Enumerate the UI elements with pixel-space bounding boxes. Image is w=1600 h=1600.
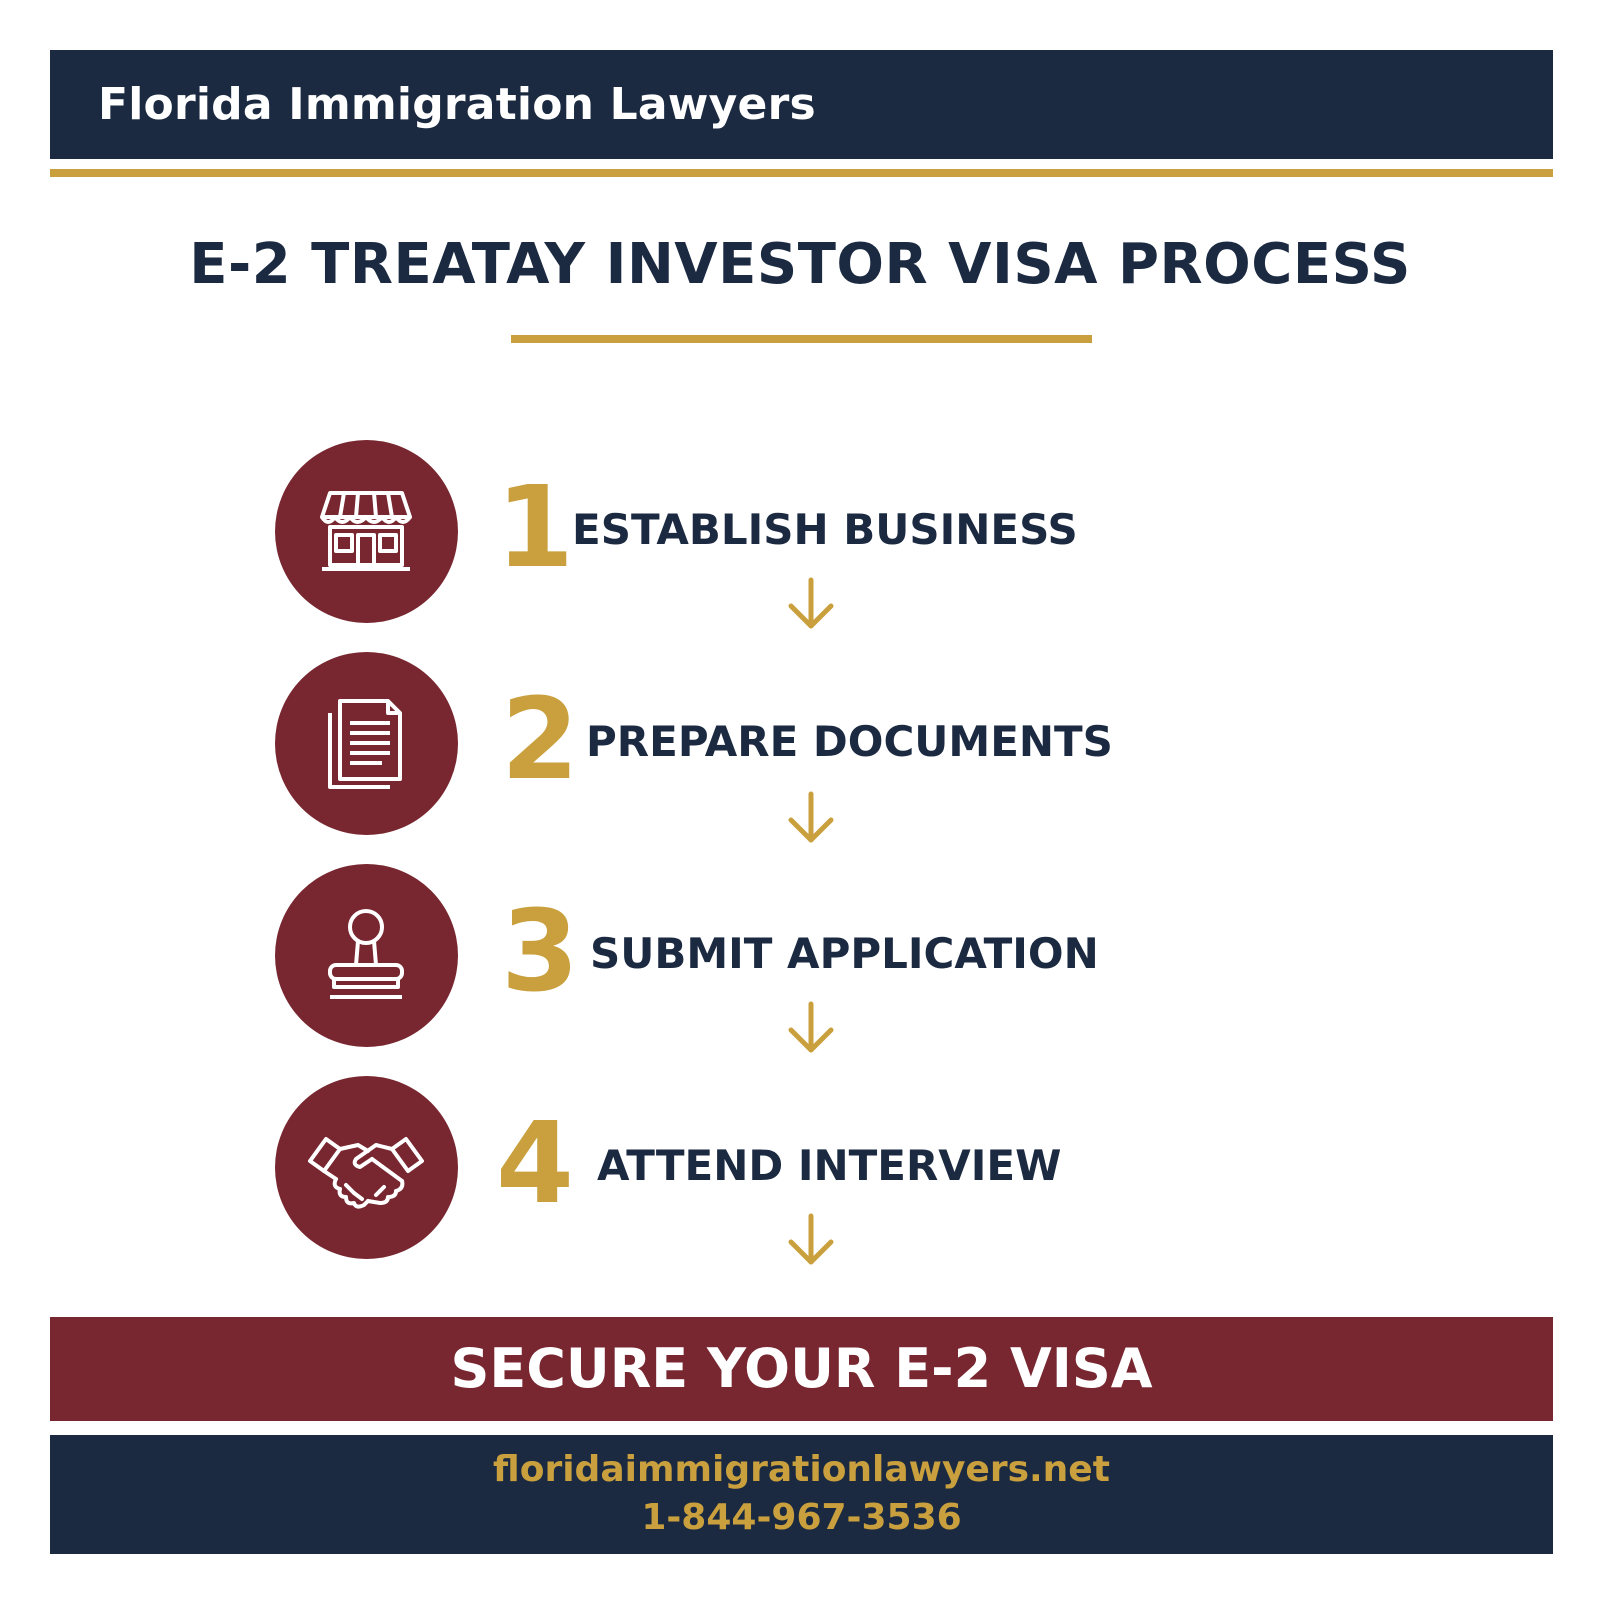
header-gold-rule bbox=[50, 169, 1553, 177]
phone-number[interactable]: 1-844-967-3536 bbox=[641, 1497, 962, 1538]
step-2: 2 PREPARE DOCUMENTS bbox=[0, 652, 1600, 837]
arrow-down-icon bbox=[788, 577, 834, 629]
step-3: 3 SUBMIT APPLICATION bbox=[0, 864, 1600, 1049]
cta-banner: SECURE YOUR E-2 VISA bbox=[50, 1317, 1553, 1421]
step-4-label: ATTEND INTERVIEW bbox=[597, 1141, 1062, 1190]
website-link[interactable]: floridaimmigrationlawyers.net bbox=[493, 1449, 1110, 1490]
step-4-circle bbox=[275, 1076, 458, 1259]
step-4-number: 4 bbox=[496, 1099, 574, 1229]
arrow-down-icon bbox=[788, 1001, 834, 1053]
step-1: 1 ESTABLISH BUSINESS bbox=[0, 440, 1600, 625]
step-2-label: PREPARE DOCUMENTS bbox=[586, 717, 1113, 766]
step-3-circle bbox=[275, 864, 458, 1047]
arrow-down-icon bbox=[788, 1213, 834, 1265]
step-3-number: 3 bbox=[501, 887, 579, 1017]
step-1-label: ESTABLISH BUSINESS bbox=[572, 505, 1078, 554]
handshake-icon bbox=[308, 1137, 424, 1209]
footer-bar: floridaimmigrationlawyers.net 1-844-967-… bbox=[50, 1435, 1553, 1554]
brand-name: Florida Immigration Lawyers bbox=[98, 79, 816, 130]
storefront-icon bbox=[320, 491, 412, 571]
step-2-circle bbox=[275, 652, 458, 835]
documents-icon bbox=[328, 699, 402, 789]
step-3-label: SUBMIT APPLICATION bbox=[590, 929, 1099, 978]
header-bar: Florida Immigration Lawyers bbox=[50, 50, 1553, 159]
step-4: 4 ATTEND INTERVIEW bbox=[0, 1076, 1600, 1261]
title-underline bbox=[511, 335, 1092, 343]
step-1-number: 1 bbox=[496, 463, 574, 593]
stamp-icon bbox=[328, 909, 404, 999]
step-1-circle bbox=[275, 440, 458, 623]
cta-label: SECURE YOUR E-2 VISA bbox=[450, 1337, 1153, 1400]
page-title: E-2 TREATAY INVESTOR VISA PROCESS bbox=[189, 232, 1411, 297]
step-2-number: 2 bbox=[501, 675, 579, 805]
arrow-down-icon bbox=[788, 791, 834, 843]
